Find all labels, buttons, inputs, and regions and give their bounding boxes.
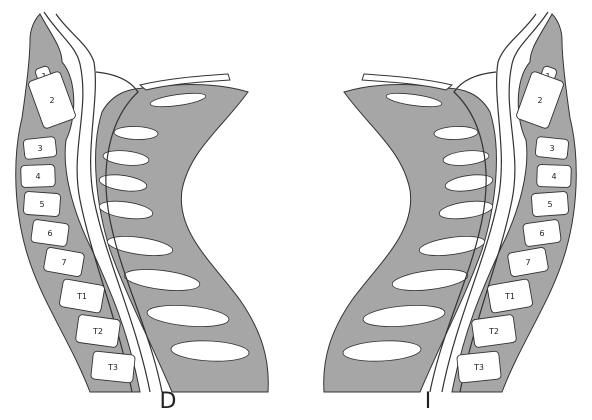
vertebra-label: T1 xyxy=(504,292,515,301)
vertebra-label: T1 xyxy=(76,292,87,301)
vertebra-label: T3 xyxy=(107,363,118,372)
vertebra-label: T2 xyxy=(92,327,103,336)
spine-panel-left: 1234567T1T2T3 xyxy=(16,12,269,392)
vertebra-label: 2 xyxy=(49,96,54,105)
vertebra-label: 3 xyxy=(549,144,554,153)
vertebra-label: T3 xyxy=(473,363,484,372)
vertebra-label: T2 xyxy=(488,327,499,336)
panel-label-right: I xyxy=(408,389,448,415)
spine-panel-right: 1234567T1T2T3 xyxy=(324,12,577,392)
vertebra-label: 6 xyxy=(539,229,544,238)
vertebra-label: 4 xyxy=(551,172,556,181)
panel-label-left: D xyxy=(148,389,188,415)
vertebra-label: 2 xyxy=(537,96,542,105)
vertebra-label: 5 xyxy=(39,200,44,209)
vertebra-label: 5 xyxy=(547,200,552,209)
vertebra-label: 4 xyxy=(35,172,40,181)
vertebra-label: 3 xyxy=(37,144,42,153)
vertebra-label: 7 xyxy=(525,258,530,267)
vertebra-label: 6 xyxy=(47,229,52,238)
vertebra-label: 7 xyxy=(61,258,66,267)
